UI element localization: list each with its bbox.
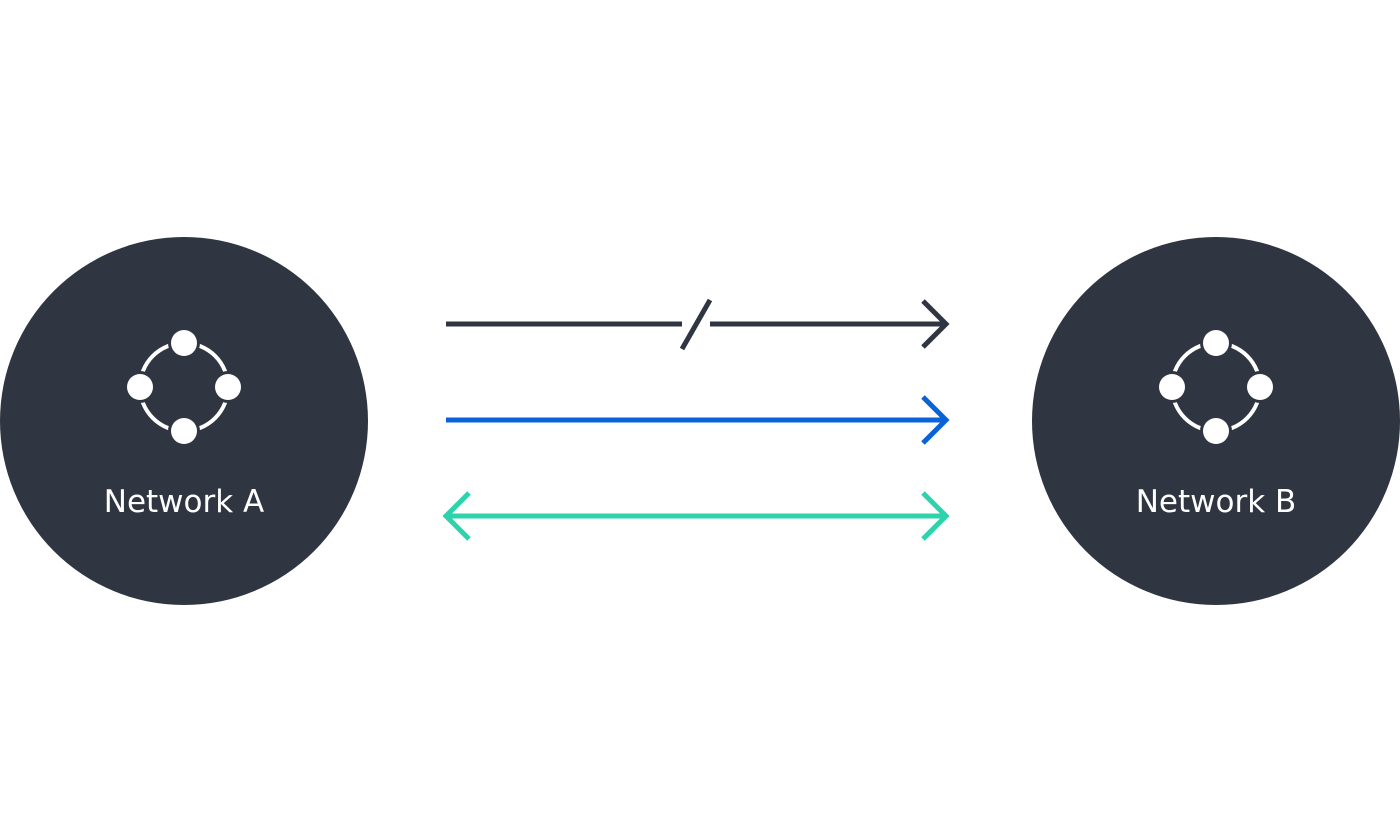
arrowhead-left-icon xyxy=(442,491,471,541)
network-nodes-icon xyxy=(1156,327,1276,447)
break-slash-icon xyxy=(679,298,713,351)
network-b-node: Network B xyxy=(1032,237,1400,605)
arrowhead-right-icon xyxy=(921,491,950,541)
blocked-connection-arrow xyxy=(446,298,950,351)
arrowhead-right-icon xyxy=(921,395,950,445)
one-way-connection-arrow xyxy=(446,395,950,445)
network-a-label: Network A xyxy=(104,484,265,520)
network-nodes-icon xyxy=(124,327,244,447)
network-a-node: Network A xyxy=(0,237,368,605)
network-b-label: Network B xyxy=(1136,484,1297,520)
two-way-connection-arrow xyxy=(442,491,950,541)
arrowhead-right-icon xyxy=(921,299,950,349)
